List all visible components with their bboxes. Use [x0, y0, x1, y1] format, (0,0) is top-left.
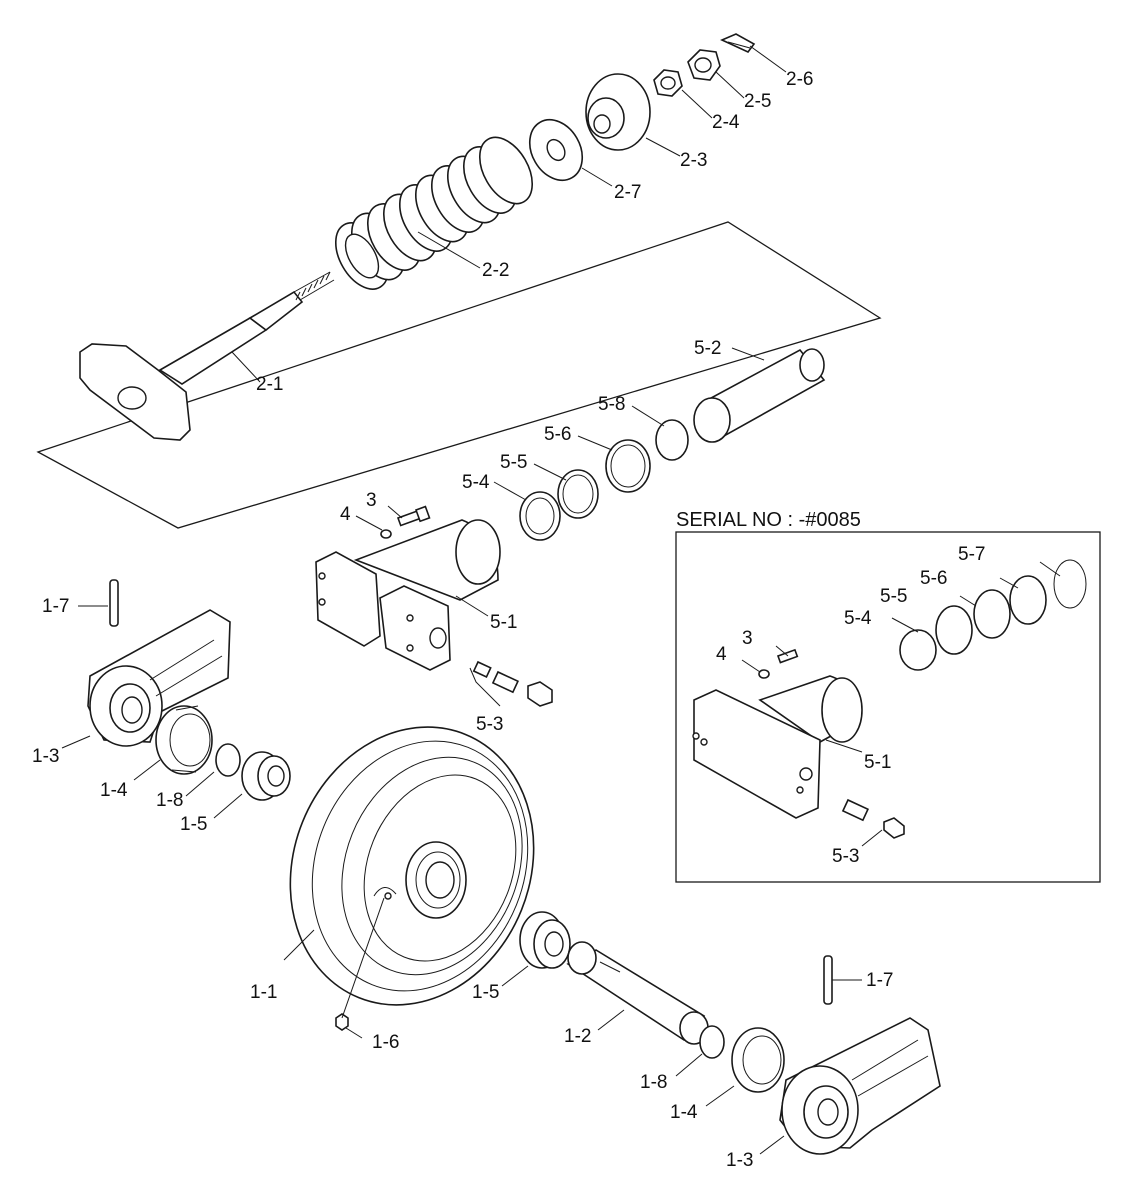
part-2-5-castle-nut	[687, 49, 721, 81]
part-1-5-bushing-right	[519, 911, 571, 969]
part-1-4-seal-left	[155, 705, 213, 775]
label-5-1: 5-1	[490, 612, 517, 633]
label-1-8-left: 1-8	[156, 790, 183, 811]
label-5-5: 5-5	[500, 452, 527, 473]
part-1-5-bushing-left	[241, 751, 291, 801]
part-1-3-bracket-left	[87, 609, 231, 747]
assembly-frame	[36, 221, 882, 529]
label-2-3: 2-3	[680, 150, 707, 171]
label-3: 3	[366, 490, 377, 511]
part-3-bolt	[396, 505, 431, 527]
part-5-6-ring	[605, 439, 651, 493]
leader-lines	[61, 45, 1061, 1155]
label-5-2: 5-2	[694, 338, 721, 359]
part-5-8-snap-ring	[655, 419, 689, 461]
label-1-4-left: 1-4	[100, 780, 128, 801]
part-1-4-seal-right	[731, 1027, 785, 1093]
label-2-6: 2-6	[786, 69, 813, 90]
part-1-8-o-ring-left	[215, 743, 241, 777]
label-1-3-right: 1-3	[726, 1150, 753, 1171]
part-5-1-cylinder-block	[315, 519, 501, 671]
inset-label-5-4: 5-4	[844, 608, 872, 629]
label-1-7-right: 1-7	[866, 970, 893, 991]
inset-label-5-7: 5-7	[958, 544, 985, 565]
label-5-4: 5-4	[462, 472, 490, 493]
inset-parts	[692, 559, 1087, 839]
part-2-7-washer	[528, 119, 584, 181]
inset-label-5-6: 5-6	[920, 568, 947, 589]
label-1-5-left: 1-5	[180, 814, 207, 835]
label-5-6: 5-6	[544, 424, 571, 445]
part-2-1-rod-yoke	[79, 271, 335, 441]
part-5-5-ring	[557, 469, 599, 519]
spring-coil	[478, 136, 534, 205]
inset-label-5-3: 5-3	[832, 846, 859, 867]
part-1-2-shaft	[566, 941, 709, 1045]
label-5-8: 5-8	[598, 394, 625, 415]
part-2-6-cotter-pin	[720, 33, 756, 53]
label-2-7: 2-7	[614, 182, 641, 203]
label-1-4-right: 1-4	[670, 1102, 698, 1123]
part-2-2-recoil-spring	[334, 136, 534, 290]
spring-bore	[344, 233, 380, 279]
label-1-7-left: 1-7	[42, 596, 69, 617]
part-4-washer	[380, 529, 392, 539]
part-1-6-plug	[335, 1013, 349, 1031]
part-1-7-pin-left	[109, 579, 119, 627]
inset-label-5-5: 5-5	[880, 586, 907, 607]
part-5-2-cylinder	[693, 348, 826, 443]
part-2-3-spring-seat	[585, 73, 651, 151]
part-1-3-bracket-right	[779, 1017, 941, 1155]
label-1-1: 1-1	[250, 982, 277, 1003]
label-2-2: 2-2	[482, 260, 509, 281]
inset-label-3: 3	[742, 628, 753, 649]
label-1-6: 1-6	[372, 1032, 399, 1053]
label-1-5-right: 1-5	[472, 982, 499, 1003]
label-4: 4	[340, 504, 351, 525]
part-5-3-grease-valve	[472, 660, 553, 707]
label-1-3-left: 1-3	[32, 746, 59, 767]
label-5-3: 5-3	[476, 714, 503, 735]
part-1-7-pin-right	[823, 955, 833, 1005]
inset-title: SERIAL NO : -#0085	[676, 509, 861, 531]
label-1-8-right: 1-8	[640, 1072, 667, 1093]
label-1-2: 1-2	[564, 1026, 591, 1047]
part-2-4-nut	[653, 69, 683, 97]
inset-label-4: 4	[716, 644, 727, 665]
label-2-5: 2-5	[744, 91, 771, 112]
part-1-1-idler-wheel	[289, 726, 535, 1006]
label-2-1: 2-1	[256, 374, 283, 395]
inset-box	[675, 531, 1101, 883]
label-2-4: 2-4	[712, 112, 740, 133]
part-5-4-seal	[519, 491, 561, 541]
inset-label-5-1: 5-1	[864, 752, 891, 773]
part-1-8-o-ring-right	[699, 1025, 725, 1059]
